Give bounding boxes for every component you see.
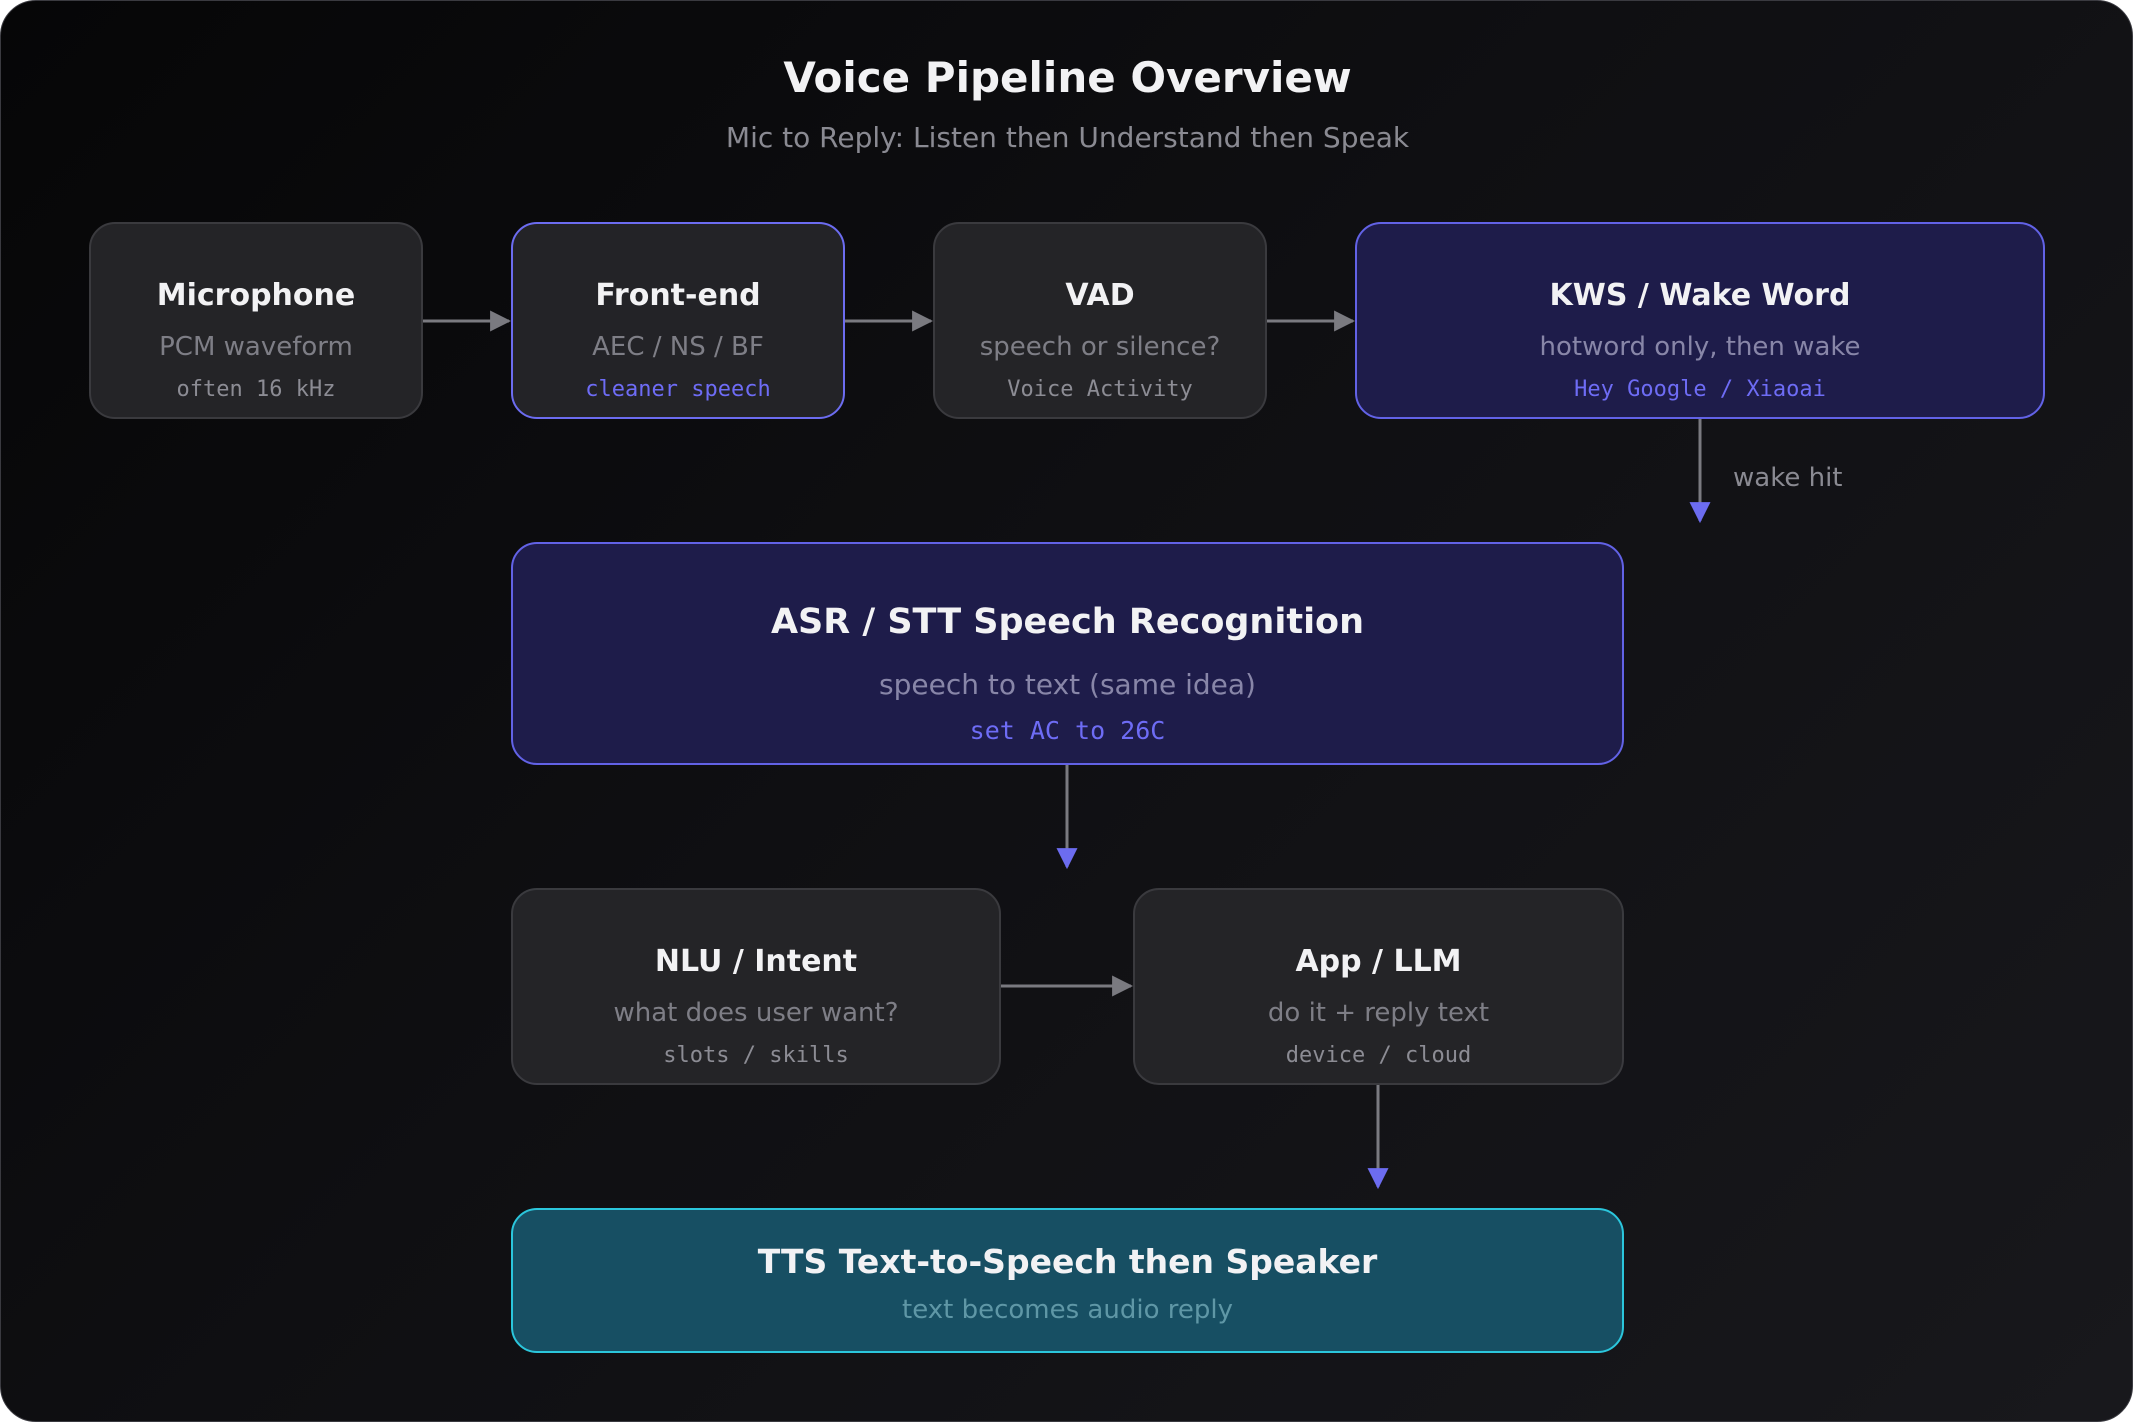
asr-title: ASR / STT Speech Recognition bbox=[770, 602, 1365, 642]
app-title: App / LLM bbox=[1295, 944, 1462, 979]
tts-title: TTS Text-to-Speech then Speaker bbox=[757, 1242, 1378, 1281]
app-desc: do it + reply text bbox=[1267, 998, 1490, 1028]
kws-node: KWS / Wake Word hotword only, then wake … bbox=[1355, 222, 2045, 419]
microphone-title: Microphone bbox=[156, 278, 356, 313]
frontend-node: Front-end AEC / NS / BF cleaner speech bbox=[511, 222, 845, 419]
frontend-note: cleaner speech bbox=[585, 377, 771, 402]
microphone-node: Microphone PCM waveform often 16 kHz bbox=[89, 222, 423, 419]
frontend-desc: AEC / NS / BF bbox=[592, 332, 764, 362]
vad-desc: speech or silence? bbox=[979, 332, 1221, 362]
kws-note: Hey Google / Xiaoai bbox=[1574, 377, 1826, 402]
vad-note: Voice Activity bbox=[1007, 377, 1193, 402]
nlu-node: NLU / Intent what does user want? slots … bbox=[511, 888, 1001, 1085]
nlu-note: slots / skills bbox=[663, 1043, 849, 1068]
microphone-desc: PCM waveform bbox=[159, 332, 353, 362]
nlu-desc: what does user want? bbox=[613, 998, 899, 1028]
app-node: App / LLM do it + reply text device / cl… bbox=[1133, 888, 1624, 1085]
nlu-title: NLU / Intent bbox=[654, 944, 858, 979]
asr-note: set AC to 26C bbox=[969, 716, 1166, 745]
kws-title: KWS / Wake Word bbox=[1549, 278, 1851, 313]
tts-node: TTS Text-to-Speech then Speaker text bec… bbox=[511, 1208, 1624, 1353]
frontend-title: Front-end bbox=[595, 278, 761, 313]
diagram-subtitle: Mic to Reply: Listen then Understand the… bbox=[725, 121, 1410, 154]
asr-desc: speech to text (same idea) bbox=[879, 668, 1256, 701]
wake-hit-label: wake hit bbox=[1733, 463, 1843, 493]
kws-desc: hotword only, then wake bbox=[1539, 332, 1861, 362]
app-note: device / cloud bbox=[1285, 1043, 1472, 1068]
asr-node: ASR / STT Speech Recognition speech to t… bbox=[511, 542, 1624, 765]
tts-desc: text becomes audio reply bbox=[902, 1295, 1233, 1325]
vad-node: VAD speech or silence? Voice Activity bbox=[933, 222, 1267, 419]
microphone-note: often 16 kHz bbox=[176, 377, 336, 402]
diagram-title: Voice Pipeline Overview bbox=[783, 53, 1352, 102]
vad-title: VAD bbox=[1065, 278, 1135, 313]
